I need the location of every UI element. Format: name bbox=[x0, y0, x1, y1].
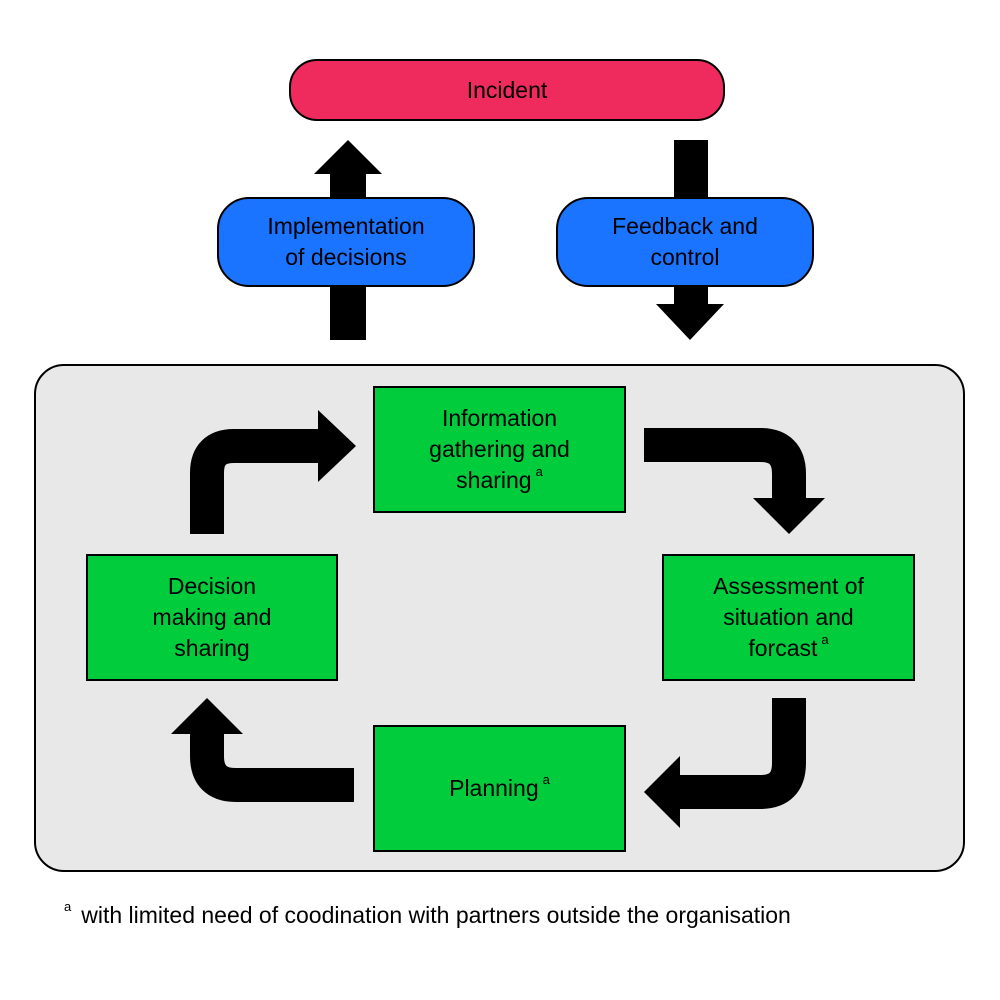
decision-line-1: Decision bbox=[167, 573, 257, 599]
assessment-line-1: Assessment of bbox=[713, 573, 864, 599]
information-line-1: Information bbox=[441, 405, 558, 431]
implementation-line-2: of decisions bbox=[285, 244, 407, 270]
incident-box: Incident bbox=[289, 59, 725, 121]
decision-line-2: making and bbox=[152, 604, 272, 630]
information-line-2: gathering and bbox=[429, 436, 570, 462]
implementation-box: Implementation of decisions bbox=[217, 197, 475, 287]
arrow-decision-to-information bbox=[190, 429, 318, 534]
arrow-assessment-to-planning bbox=[680, 698, 806, 809]
assessment-line-2: situation and bbox=[723, 604, 854, 630]
feedback-line-2: control bbox=[650, 244, 720, 270]
arrow-information-to-assessment bbox=[644, 428, 806, 498]
footnote: a with limited need of coodination with p… bbox=[64, 899, 791, 929]
implementation-line-1: Implementation bbox=[267, 213, 425, 239]
incident-label: Incident bbox=[466, 76, 548, 103]
arrow-planning-to-decision bbox=[190, 734, 354, 802]
footnote-marker: a bbox=[542, 772, 550, 788]
footnote-mark: a bbox=[64, 899, 72, 915]
footnote-text: with limited need of coodination with pa… bbox=[81, 902, 791, 928]
decision-making-box: Decision making and sharing bbox=[86, 554, 338, 681]
footnote-marker: a bbox=[821, 632, 829, 648]
feedback-line-1: Feedback and bbox=[612, 213, 758, 239]
decision-line-3: sharing bbox=[174, 635, 250, 661]
feedback-box: Feedback and control bbox=[556, 197, 814, 287]
footnote-marker: a bbox=[535, 464, 543, 480]
